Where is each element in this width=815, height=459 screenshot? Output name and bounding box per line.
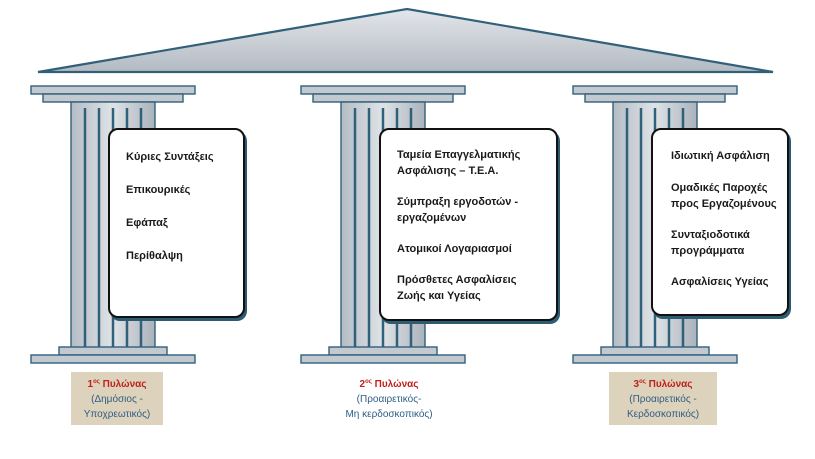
pillar-1-item: Περίθαλψη xyxy=(126,250,183,262)
pillar-3-item: Ασφαλίσεις Υγείας xyxy=(671,276,769,288)
pillar-3-label-line1: (Προαιρετικός - xyxy=(629,394,697,405)
pillar-2-box: Ταμεία Επαγγελματικής Ασφάλισης – Τ.Ε.Α.… xyxy=(379,128,558,321)
pillar-3-label-line2: Κερδοσκοπικός) xyxy=(626,409,700,420)
pillar-1-label-line1: (Δημόσιος - xyxy=(91,394,143,405)
pillar-1-box: Κύριες Συντάξεις Επικουρικές Εφάπαξ Περί… xyxy=(108,128,245,318)
pillar-2-item: Πρόσθετες Ασφαλίσεις Ζωής και Υγείας xyxy=(397,274,517,302)
pillar-1-label: 1ος Πυλώνας (Δημόσιος - Υποχρεωτικός) xyxy=(71,372,163,425)
pillar-3-item: Ιδιωτική Ασφάλιση xyxy=(671,150,770,162)
pillar-3-label: 3ος Πυλώνας (Προαιρετικός - Κερδοσκοπικό… xyxy=(609,372,717,425)
pillar-2-label-line2: Μη κερδοσκοπικός) xyxy=(345,409,433,420)
pillar-1-label-title: 1ος Πυλώνας xyxy=(87,379,147,390)
pillar-1-item: Εφάπαξ xyxy=(126,217,168,229)
pillar-3-label-title: 3ος Πυλώνας xyxy=(633,379,693,390)
pillar-2-item: Ταμεία Επαγγελματικής Ασφάλισης – Τ.Ε.Α. xyxy=(397,149,521,177)
pillar-2-item: Σύμπραξη εργοδοτών - εργαζομένων xyxy=(397,196,519,224)
pillar-2-label-line1: (Προαιρετικός- xyxy=(356,394,422,405)
pillar-1-item: Επικουρικές xyxy=(126,184,191,196)
pillar-1-item: Κύριες Συντάξεις xyxy=(126,151,214,163)
pillar-3-item: Ομαδικές Παροχές προς Εργαζομένους xyxy=(671,182,777,210)
pillar-1-label-line2: Υποχρεωτικός) xyxy=(83,409,151,420)
pillar-2-label: 2ος Πυλώνας (Προαιρετικός- Μη κερδοσκοπι… xyxy=(332,372,446,425)
pillar-3-item: Συνταξιοδοτικά προγράμματα xyxy=(671,229,750,257)
pillar-2-label-title: 2ος Πυλώνας xyxy=(359,379,419,390)
temple-roof xyxy=(37,7,774,74)
pillar-2-item: Ατομικοί Λογαριασμοί xyxy=(397,243,512,255)
pillar-3-box: Ιδιωτική Ασφάλιση Ομαδικές Παροχές προς … xyxy=(651,128,789,316)
